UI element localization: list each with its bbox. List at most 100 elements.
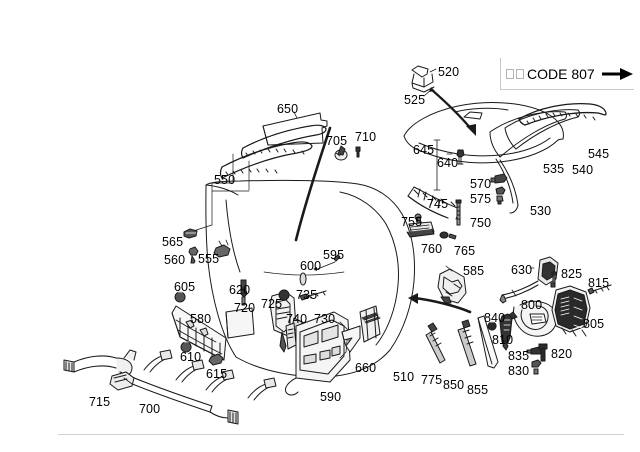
callout-label-765: 765 [454,244,476,258]
callout-label-830: 830 [508,364,530,378]
tofu-glyph-icon [506,68,514,79]
part-530-bumper-cover [403,102,564,214]
callout-label-760: 760 [421,242,443,256]
callout-label-610: 610 [180,350,202,364]
part-545-trim [518,102,607,126]
part-755-clip [414,213,422,224]
part-805-module [551,285,591,337]
callout-label-750: 750 [470,216,492,230]
part-520-bracket [411,65,435,93]
part-850-bolt [457,319,477,367]
callout-label-575: 575 [470,192,492,206]
part-610-clip [180,341,192,353]
callout-label-800: 800 [521,298,543,312]
part-775-bolt [425,322,446,364]
callout-label-570: 570 [470,177,492,191]
part-600-clip [299,272,307,286]
callout-label-660: 660 [355,361,377,375]
part-765-clip [439,231,457,240]
callout-label-650: 650 [277,102,299,116]
callout-label-710: 710 [355,130,377,144]
callout-label-565: 565 [162,235,184,249]
footer-divider [58,434,624,435]
part-720-panel [225,307,255,339]
right-arrow-icon [601,67,633,80]
callout-label-775: 775 [421,373,443,387]
part-575-clip [495,186,506,205]
part-615-clip [208,353,224,366]
part-560-clip [188,246,199,264]
leader-650 [293,111,298,119]
callout-label-530: 530 [530,204,552,218]
part-750-bolt [455,199,462,226]
part-580-reinforcement [171,305,227,362]
callout-label-705: 705 [326,134,348,148]
callout-label-605: 605 [174,280,196,294]
callout-label-700: 700 [139,402,161,416]
part-595-screw [313,254,341,271]
callout-label-725: 725 [261,297,283,311]
part-810-bracket [499,313,513,351]
callout-label-740: 740 [286,312,308,326]
part-715-connector [109,371,135,391]
part-570-clip [490,173,508,184]
code-badge-label: CODE 807 [527,65,595,82]
part-620-pin [240,279,248,306]
assembly-arrow-left [408,293,472,314]
leader-585 [445,265,453,272]
callout-label-840: 840 [484,311,506,325]
callout-label-540: 540 [572,163,594,177]
part-760-bracket [406,221,435,238]
part-730-grille [359,305,381,343]
callout-label-560: 560 [164,253,186,267]
callout-label-645: 645 [413,143,435,157]
part-640-pin [456,149,465,165]
part-840-clip [487,321,497,331]
callout-label-810: 810 [492,333,514,347]
part-705-clip [334,145,348,161]
part-585-bracket [437,268,467,304]
callout-label-600: 600 [300,259,322,273]
callout-label-755: 755 [401,215,423,229]
assembly-arrow-diagonal [294,126,332,242]
part-855-rod [477,315,499,369]
callout-label-815: 815 [588,276,610,290]
part-535-trim [489,111,567,158]
callout-label-825: 825 [561,267,583,281]
tofu-glyph-icon [515,68,524,79]
callout-label-835: 835 [508,349,530,363]
callout-label-510: 510 [393,370,415,384]
callout-label-555: 555 [198,252,220,266]
callout-label-820: 820 [551,347,573,361]
callout-label-580: 580 [190,312,212,326]
leader-645 [433,139,441,191]
callout-label-620: 620 [229,283,251,297]
part-710-pin [355,146,361,158]
callout-label-595: 595 [323,248,345,262]
callout-label-805: 805 [583,317,605,331]
part-555-clip [213,239,231,258]
callout-label-720: 720 [234,301,256,315]
callout-label-550: 550 [214,173,236,187]
part-800-assembly [508,300,558,337]
callout-label-535: 535 [543,162,565,176]
callout-label-585: 585 [463,264,485,278]
part-830-clip [531,359,542,375]
callout-label-850: 850 [443,378,465,392]
assembly-arrow-top [430,88,476,136]
callout-label-735: 735 [296,288,318,302]
callout-label-630: 630 [511,263,533,277]
part-825-pin [550,271,557,288]
part-660-bracket [341,325,361,353]
callout-label-525: 525 [404,93,426,107]
callout-label-590: 590 [320,390,342,404]
part-550-rail-lower [219,141,313,179]
code-badge: CODE 807 [500,58,634,90]
part-565-clip [183,228,198,239]
part-735-screw [299,290,327,301]
part-590-bracket [285,311,351,396]
leader-520 [429,68,437,73]
callout-label-615: 615 [206,367,228,381]
callout-label-640: 640 [437,156,459,170]
